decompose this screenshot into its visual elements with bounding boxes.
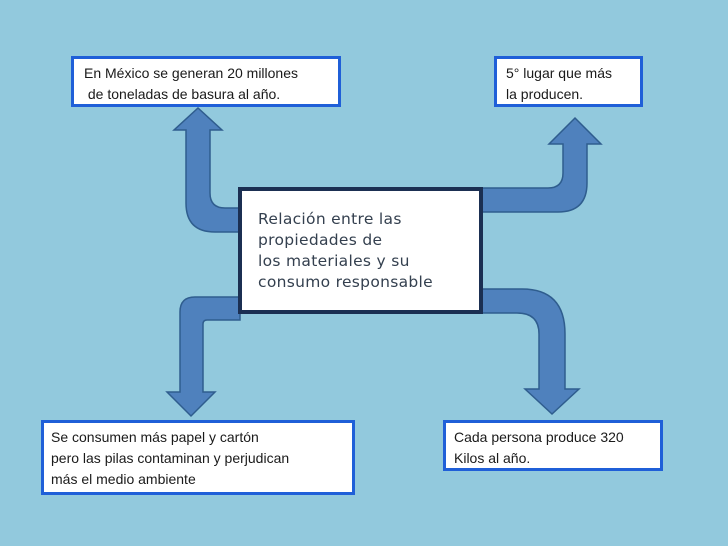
top-right-box: 5° lugar que más la producen. [494,56,643,107]
center-topic-box: Relación entre las propiedades de los ma… [238,187,483,314]
bottom-left-box: Se consumen más papel y cartón pero las … [41,420,355,495]
top-left-line: En México se generan 20 millones [84,65,299,81]
center-line: los materiales y su [258,252,410,270]
arrow-to-bottom-right [480,288,581,416]
bottom-left-line: pero las pilas contaminan y perjudican [51,450,290,466]
arrow-to-top-right [480,116,603,213]
bottom-left-line: Se consumen más papel y cartón [51,429,259,445]
top-right-line: 5° lugar que más [506,65,612,81]
top-right-line: la producen. [506,86,584,102]
center-line: Relación entre las [258,210,402,228]
center-line: propiedades de [258,231,383,249]
bottom-right-box: Cada persona produce 320 Kilos al año. [443,420,663,471]
bottom-right-line: Kilos al año. [454,450,531,466]
bottom-left-line: más el medio ambiente [51,471,196,487]
bottom-right-line: Cada persona produce 320 [454,429,624,445]
top-left-box: En México se generan 20 millones de tone… [71,56,341,107]
top-left-line: de toneladas de basura al año. [84,86,281,102]
arrow-to-bottom-left [165,296,241,418]
arrow-to-top-left [172,106,241,233]
center-line: consumo responsable [258,273,433,291]
